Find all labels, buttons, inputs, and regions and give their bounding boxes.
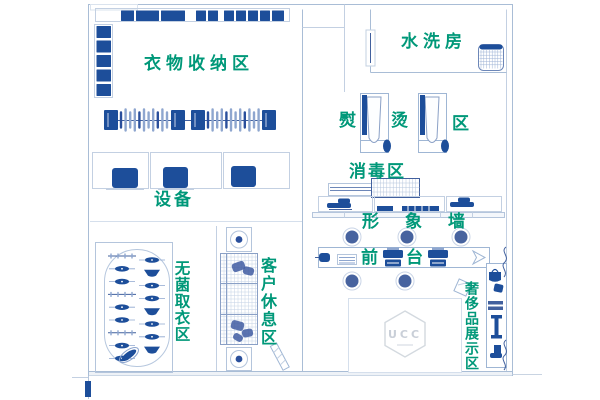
label-disinfection: 消毒区 [349, 162, 406, 182]
disinfection-shelf [328, 183, 381, 196]
conveyor-end-caps [104, 110, 276, 130]
sofa [220, 253, 258, 345]
washing-machine-icon [478, 44, 504, 71]
label-washing-room: 水洗房 [401, 32, 467, 52]
sterile-room [95, 242, 173, 373]
left-storage-outline [94, 24, 113, 98]
stool-3 [451, 227, 471, 247]
stool-4 [342, 271, 362, 291]
stool-2 [397, 227, 417, 247]
loop-garments [108, 253, 165, 364]
label-front-desk-char-2: 台 [406, 248, 423, 268]
label-luxury-display: 奢侈品展示区 [463, 281, 479, 371]
floor-mat-icon [269, 342, 290, 371]
label-clothing-storage: 衣物收纳区 [144, 54, 254, 74]
garment-loop-conveyor [104, 249, 170, 367]
sewing-machine-icon-right [450, 197, 474, 207]
cursor-arrow-icon [471, 249, 487, 266]
garment-conveyors [104, 108, 276, 132]
side-table-top [226, 227, 252, 252]
stool-1 [342, 227, 362, 247]
top-storage-cabinets [121, 10, 284, 21]
label-sterile-pickup: 无菌取衣区 [172, 260, 191, 343]
stool-5 [395, 271, 415, 291]
iron-icon [441, 139, 449, 153]
label-ironing-char-3: 区 [452, 114, 469, 134]
ironing-boards [360, 93, 449, 153]
iron-icon [383, 139, 391, 153]
desk-terminal-icon [315, 253, 330, 262]
side-table-bottom [226, 347, 252, 371]
garment-conveyor-right [206, 108, 260, 132]
top-storage-outline [95, 8, 290, 22]
ironing-board-2 [418, 93, 449, 153]
wall-counter [312, 212, 505, 218]
label-front-desk-char-1: 前 [361, 248, 378, 268]
receipt-printer-1 [383, 247, 403, 267]
wall-counter-labels [377, 206, 439, 211]
stools [342, 227, 471, 291]
receipt-printers [383, 247, 448, 267]
label-equipment: 设备 [154, 190, 194, 210]
washing-room-door [365, 29, 376, 67]
entrance-marker [85, 381, 91, 397]
paper-pad-icon [337, 254, 357, 265]
receipt-printer-2 [428, 247, 448, 267]
ironing-board-1 [360, 93, 391, 153]
label-customer-rest: 客户休息区 [258, 257, 277, 347]
label-ironing-char-2: 烫 [391, 111, 408, 131]
image-wall-units [318, 196, 502, 212]
ucc-logo-text: UCC [387, 328, 423, 341]
equipment-machines [106, 166, 262, 190]
label-ironing-char-1: 熨 [339, 111, 356, 131]
label-image-wall: 形象墙 [362, 212, 491, 232]
luxury-display-items [488, 246, 507, 371]
ucc-logo-hexagon [384, 310, 426, 358]
left-storage-cabinets [96, 26, 111, 96]
sewing-machine-icon-left [327, 198, 352, 210]
disinfection-cabinet [371, 178, 420, 198]
diamond-icon [453, 278, 472, 297]
garment-conveyor-left [119, 108, 169, 132]
